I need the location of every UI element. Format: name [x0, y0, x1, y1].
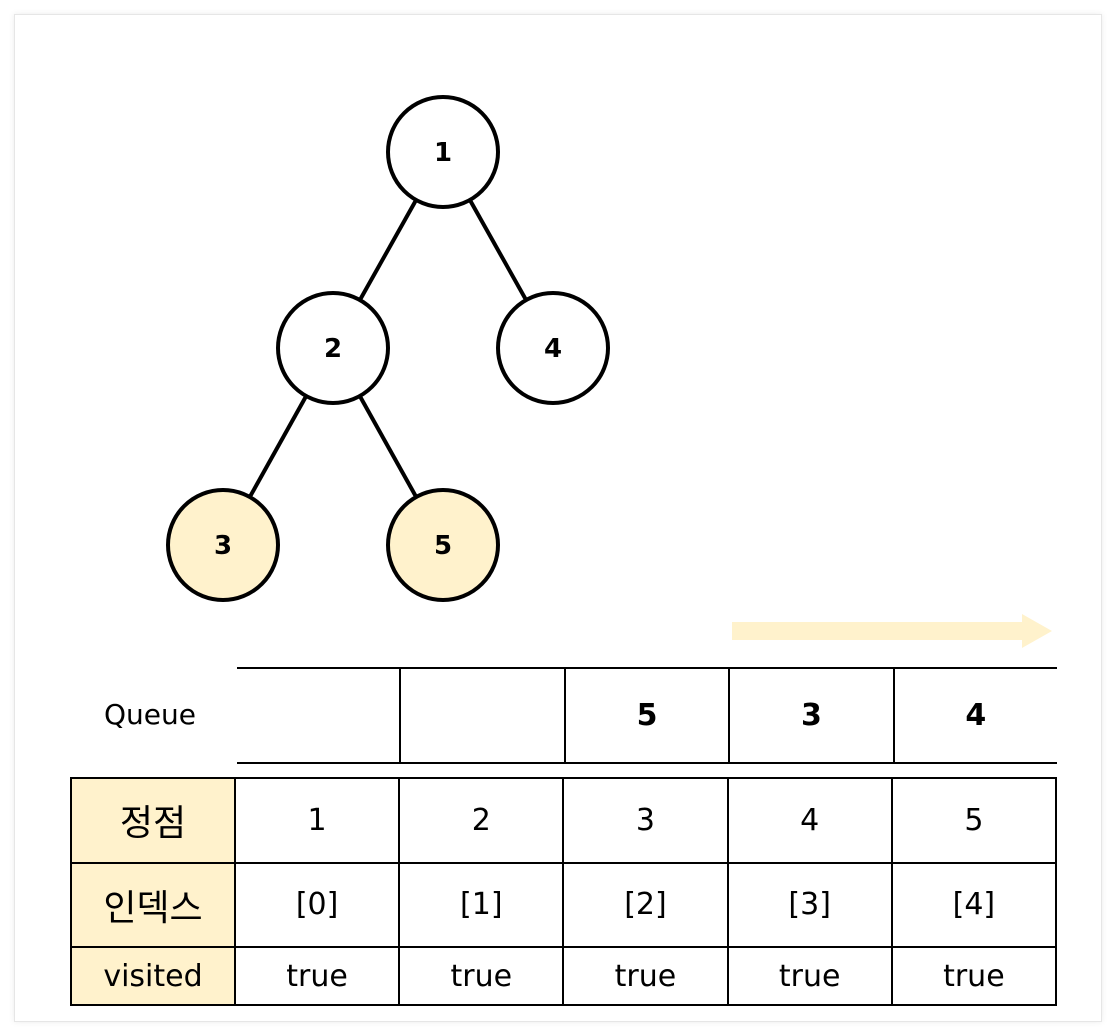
tree-node-circle	[386, 488, 500, 602]
visited-row: visited true true true true true	[70, 946, 1058, 1006]
tree-edge-1-4	[468, 198, 528, 302]
visited-cell: true	[562, 946, 729, 1006]
index-cell: [0]	[233, 861, 401, 949]
queue-label: Queue	[104, 698, 196, 731]
queue-row: 5 3 4	[237, 667, 1057, 764]
tree-node-label: 3	[214, 531, 232, 561]
vertex-cell: 3	[562, 777, 729, 864]
tree-edge-2-5	[358, 395, 418, 498]
tree-edge-1-2	[358, 198, 418, 302]
queue-cell-4: 3	[728, 669, 892, 762]
tree-node-label: 1	[434, 138, 452, 168]
vertex-cell: 4	[726, 777, 893, 864]
tree-node-circle	[496, 291, 610, 405]
tree-node-4: 4	[496, 291, 610, 405]
index-header: 인덱스	[70, 861, 236, 949]
queue-cell-1	[237, 669, 399, 762]
visited-cell: true	[233, 946, 401, 1006]
tree-node-2: 2	[276, 291, 390, 405]
vertex-cell: 5	[890, 777, 1058, 864]
index-cell: [2]	[562, 861, 729, 949]
visited-cell: true	[398, 946, 565, 1006]
tree-node-3: 3	[166, 488, 280, 602]
vertex-cell: 2	[398, 777, 565, 864]
queue-direction-arrow-icon	[732, 614, 1052, 648]
tree-node-1: 1	[386, 95, 500, 209]
tree-node-circle	[166, 488, 280, 602]
index-cell: [3]	[726, 861, 893, 949]
queue-cell-2	[399, 669, 563, 762]
index-cell: [4]	[890, 861, 1058, 949]
tree-edge-2-3	[248, 395, 308, 498]
vertex-header: 정점	[70, 777, 236, 864]
index-row: 인덱스 [0] [1] [2] [3] [4]	[70, 861, 1058, 949]
visited-header: visited	[70, 946, 236, 1006]
tree-diagram: 1 2 4 3 5	[166, 95, 610, 602]
index-cell: [1]	[398, 861, 565, 949]
tree-node-label: 2	[324, 334, 342, 364]
tree-node-label: 4	[544, 334, 562, 364]
tree-node-circle	[386, 95, 500, 209]
tree-node-5: 5	[386, 488, 500, 602]
tree-node-circle	[276, 291, 390, 405]
visited-cell: true	[726, 946, 893, 1006]
queue-cell-3: 5	[563, 669, 728, 762]
vertex-cell: 1	[233, 777, 401, 864]
vertex-row: 정점 1 2 3 4 5	[70, 777, 1058, 864]
vertex-table: 정점 1 2 3 4 5 인덱스 [0] [1] [2] [3] [4] vis…	[70, 777, 1058, 1006]
tree-node-label: 5	[434, 531, 452, 561]
visited-cell: true	[890, 946, 1058, 1006]
queue-cell-5: 4	[892, 669, 1057, 762]
